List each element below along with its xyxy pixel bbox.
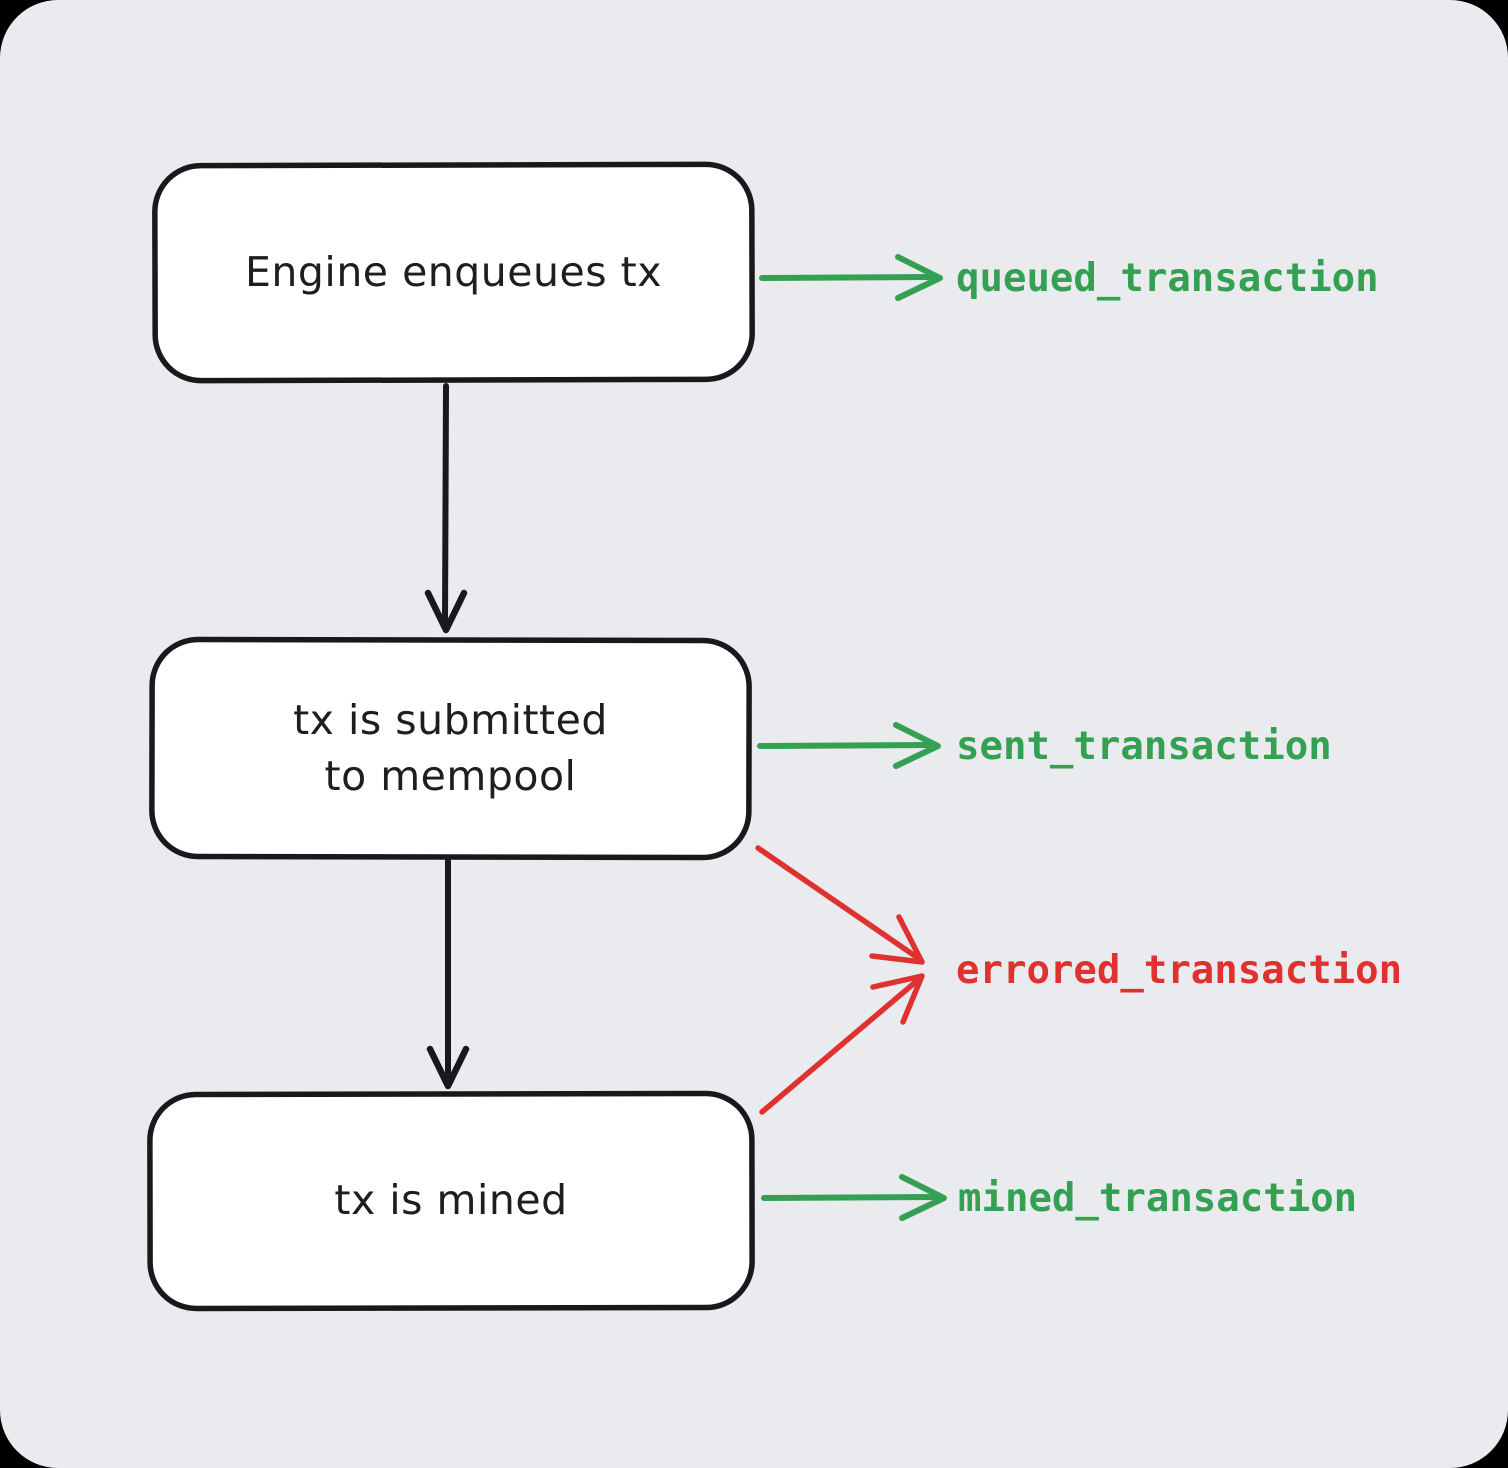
node-box-tx-submitted-to-mempool [149,636,752,861]
error-arrowhead-from-mined [870,973,925,1025]
event-arrowhead-sent [893,722,941,769]
node-label-tx-submitted-to-mempool: tx is submitted to mempool [152,640,749,857]
event-arrowhead-queued [895,254,943,301]
node-box-engine-enqueues-tx [152,161,755,384]
error-arrow-from-mined [759,977,921,1115]
event-label-sent-transaction: sent_transaction [956,723,1332,769]
flow-arrowhead-engine-to-mempool [424,589,468,634]
node-label-line: to mempool [324,751,577,800]
node-label-tx-is-mined: tx is mined [150,1094,752,1308]
node-label-line: Engine enqueues tx [245,247,662,296]
flow-arrowhead-mempool-to-mined [426,1045,470,1090]
node-label-line: tx is submitted [293,696,608,745]
error-arrow-from-mempool [755,845,921,961]
event-arrowhead-mined [899,1174,947,1221]
event-label-mined-transaction: mined_transaction [958,1175,1358,1221]
node-label-line: tx is mined [334,1176,568,1225]
event-label-errored-transaction: errored_transaction [956,947,1403,993]
node-box-tx-is-mined [147,1090,755,1312]
node-label-engine-enqueues-tx: Engine enqueues tx [155,165,752,380]
error-arrowhead-from-mempool [869,914,925,965]
event-arrow-sent [757,742,933,749]
event-label-queued-transaction: queued_transaction [956,255,1379,301]
flow-arrow-engine-to-mempool [442,383,449,627]
event-arrow-queued [759,274,935,281]
event-arrow-mined [761,1194,939,1201]
